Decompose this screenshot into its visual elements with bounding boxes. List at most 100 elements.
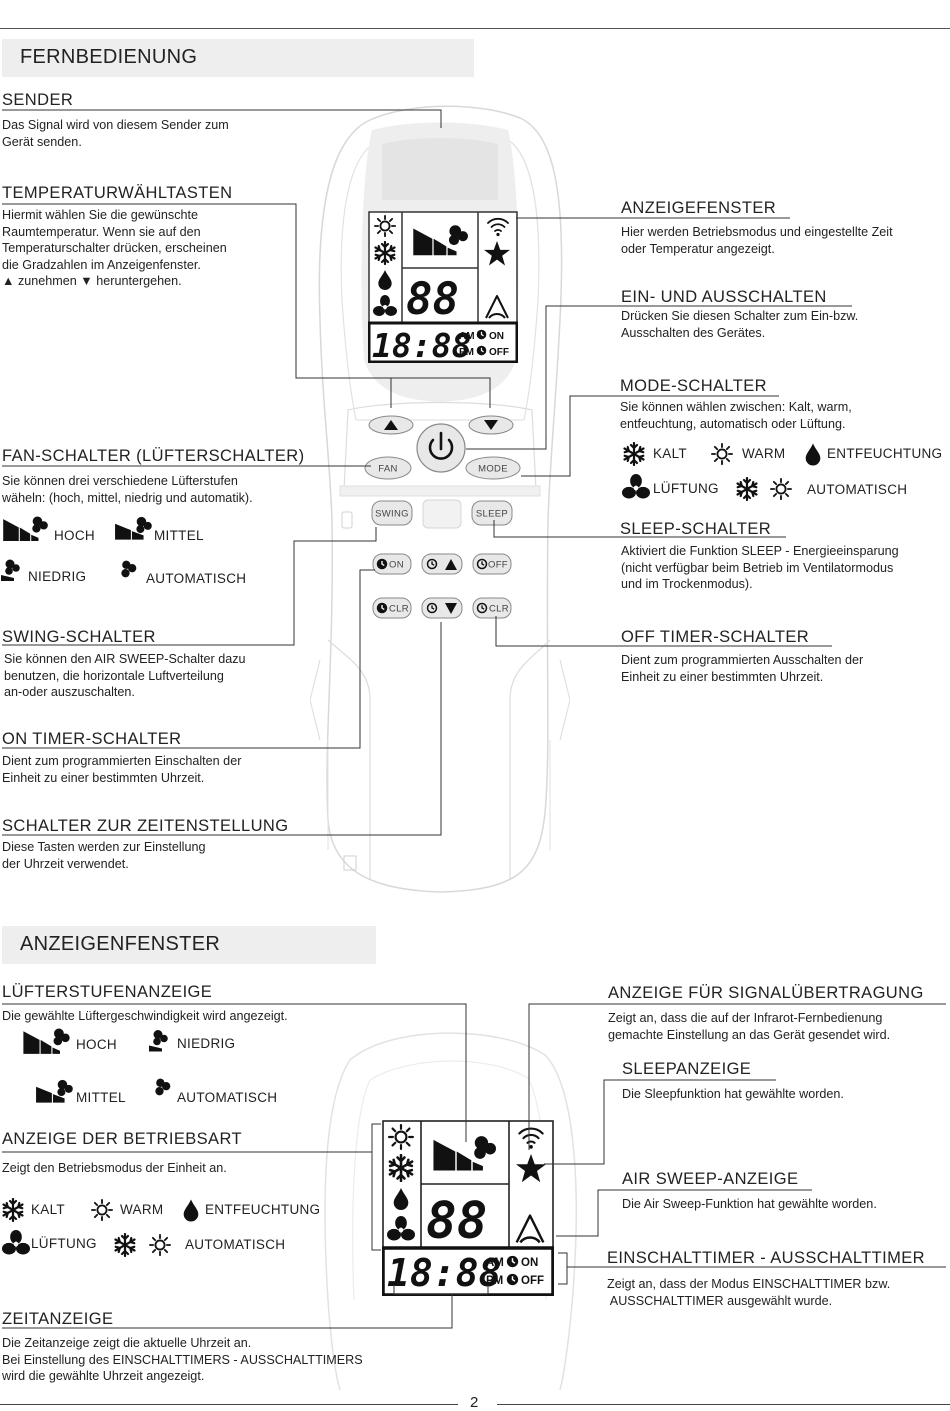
legend2-mode-auto: AUTOMATISCH xyxy=(185,1237,286,1252)
power-icon xyxy=(428,431,454,460)
text-on-timer: Dient zum programmierten Einschalten der… xyxy=(2,754,242,785)
legend-mode-auto: AUTOMATISCH xyxy=(807,482,908,497)
on-timer-button[interactable]: ON xyxy=(372,553,412,575)
text-airsweep: Die Air Sweep-Funktion hat gewählte word… xyxy=(622,1197,877,1211)
legend-mode-dry: ENTFEUCHTUNG xyxy=(827,446,943,461)
svg-text:PM: PM xyxy=(486,1275,503,1287)
svg-text:ON: ON xyxy=(521,1257,538,1269)
heading-zeitenstellung: SCHALTER ZUR ZEITENSTELLUNG xyxy=(2,817,289,835)
swing-button[interactable]: SWING xyxy=(371,500,413,526)
svg-text:ON: ON xyxy=(489,331,504,342)
heading-luefterstufe: LÜFTERSTUFENANZEIGE xyxy=(2,983,213,1001)
svg-text:OFF: OFF xyxy=(488,560,508,571)
fan-low-icon xyxy=(1,559,20,581)
svg-text:AM: AM xyxy=(459,331,475,342)
heading-betriebsart: ANZEIGE DER BETRIEBSART xyxy=(2,1130,242,1148)
footer-rule-left xyxy=(0,1404,458,1405)
svg-text:SLEEP: SLEEP xyxy=(476,509,508,520)
text-sleep: Aktiviert die Funktion SLEEP - Energieei… xyxy=(621,544,899,591)
fan-button[interactable]: FAN xyxy=(364,456,412,480)
legend2-mode-cool: KALT xyxy=(31,1202,65,1217)
lcd-temp-large: 88 xyxy=(426,1192,487,1251)
text-signal: Zeigt an, dass die auf der Infrarot-Fern… xyxy=(608,1011,891,1042)
page-number: 2 xyxy=(470,1394,479,1411)
snowflake-icon xyxy=(736,477,758,501)
lcd-clock-large: 18:88 xyxy=(387,1251,501,1295)
heading-zeitanzeige: ZEITANZEIGE xyxy=(2,1310,114,1328)
legend2-mode-heat: WARM xyxy=(120,1202,164,1217)
svg-text:CLR: CLR xyxy=(389,604,409,615)
legend2-fan-high: HOCH xyxy=(76,1037,117,1052)
snowflake-icon xyxy=(114,1233,136,1257)
fan-icon xyxy=(622,474,650,499)
heading-timer: EINSCHALTTIMER - AUSSCHALTTIMER xyxy=(607,1249,925,1267)
mode-button[interactable]: MODE xyxy=(465,456,521,480)
sun-icon xyxy=(770,478,792,500)
power-button[interactable] xyxy=(416,423,466,473)
svg-text:FAN: FAN xyxy=(378,464,397,475)
remote-lcd-display: 88 18:88 AM PM ON OFF xyxy=(368,211,518,363)
time-down-button[interactable] xyxy=(421,597,463,619)
fan-high-icon xyxy=(3,516,48,541)
heading-fan-schalter: FAN-SCHALTER (LÜFTERSCHALTER) xyxy=(2,447,305,465)
legend-mode-fan: LÜFTUNG xyxy=(653,481,719,496)
heading-swing: SWING-SCHALTER xyxy=(2,628,156,646)
snowflake-icon xyxy=(623,442,645,466)
remote-buttons: FAN MODE SWING SLEEP ON OFF CLR C xyxy=(364,415,521,619)
svg-text:ON: ON xyxy=(389,560,404,571)
svg-text:MODE: MODE xyxy=(478,464,508,475)
snowflake-icon xyxy=(2,1198,24,1222)
sleep-button[interactable]: SLEEP xyxy=(471,500,513,526)
text-anzeigefenster: Hier werden Betriebsmodus und eingestell… xyxy=(621,225,893,256)
heading-sender: SENDER xyxy=(2,91,74,109)
legend2-fan-medium: MITTEL xyxy=(76,1090,126,1105)
text-zeitanzeige: Die Zeitanzeige zeigt die aktuelle Uhrze… xyxy=(2,1336,363,1383)
text-sleepanzeige: Die Sleepfunktion hat gewählte worden. xyxy=(622,1087,844,1101)
up-arrow-icon xyxy=(384,420,398,430)
legend-mode-heat: WARM xyxy=(742,446,786,461)
drop-icon xyxy=(805,443,821,466)
off-timer-button[interactable]: OFF xyxy=(472,553,512,575)
svg-text:SWING: SWING xyxy=(375,509,409,520)
svg-text:OFF: OFF xyxy=(489,347,509,358)
sun-icon xyxy=(711,443,733,465)
time-up-button[interactable] xyxy=(421,553,463,575)
legend2-mode-fan: LÜFTUNG xyxy=(31,1236,97,1251)
fan-auto-icon xyxy=(155,1078,171,1096)
fan-low-icon xyxy=(149,1030,168,1052)
text-timer: Zeigt an, dass der Modus EINSCHALTTIMER … xyxy=(607,1277,891,1308)
heading-signal: ANZEIGE FÜR SIGNALÜBERTRAGUNG xyxy=(608,984,924,1002)
leader-lines-2 xyxy=(2,1003,946,1329)
section-title-fernbedienung: FERNBEDIENUNG xyxy=(20,46,198,68)
text-luefterstufe: Die gewählte Lüftergeschwindigkeit wird … xyxy=(2,1009,288,1023)
drop-icon xyxy=(183,1199,199,1222)
clr-button-right[interactable]: CLR xyxy=(472,597,512,619)
fan-icon xyxy=(2,1230,30,1255)
heading-airsweep: AIR SWEEP-ANZEIGE xyxy=(622,1170,799,1188)
legend2-fan-low: NIEDRIG xyxy=(177,1036,236,1051)
fan-high-icon xyxy=(23,1028,70,1054)
fan-auto-icon xyxy=(121,560,137,578)
legend2-fan-auto: AUTOMATISCH xyxy=(177,1090,278,1105)
clr-button-left[interactable]: CLR xyxy=(372,597,412,619)
lcd-clock: 18:88 xyxy=(372,326,471,363)
legend-fan-auto: AUTOMATISCH xyxy=(146,571,247,586)
heading-sleep: SLEEP-SCHALTER xyxy=(620,520,772,538)
text-fan-schalter: Sie können drei verschiedene Lüfterstufe… xyxy=(2,474,253,505)
legend-fan-high: HOCH xyxy=(54,528,95,543)
temp-up-button[interactable] xyxy=(368,415,414,435)
temp-down-button[interactable] xyxy=(468,415,514,435)
sun-icon xyxy=(149,1234,171,1256)
svg-text:PM: PM xyxy=(459,347,474,358)
legend-fan-medium: MITTEL xyxy=(154,528,204,543)
svg-text:CLR: CLR xyxy=(489,604,509,615)
svg-text:OFF: OFF xyxy=(521,1275,544,1287)
fan-medium-icon xyxy=(115,516,152,540)
text-betriebsart: Zeigt den Betriebsmodus der Einheit an. xyxy=(2,1161,227,1175)
leader-lines-1 xyxy=(2,109,852,836)
heading-on-timer: ON TIMER-SCHALTER xyxy=(2,730,182,748)
